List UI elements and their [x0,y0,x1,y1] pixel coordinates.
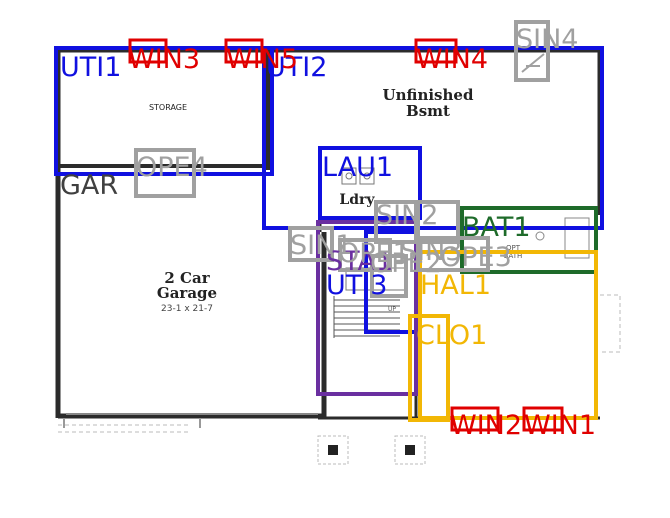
post-left-core [328,445,338,455]
sin4-glyph [521,53,545,73]
annotation-labels: UTI1 UTI2 LAU1 UTI3 GAR BAT1 STA1 HAL1 C… [60,24,596,441]
box-win1 [522,406,564,432]
post-left [317,435,349,465]
box-uti1 [54,46,274,176]
label-lau1: LAU1 [322,152,393,183]
storage-label: STORAGE [149,103,187,112]
label-uti1: UTI1 [60,52,121,83]
box-win4 [414,38,458,64]
ldry-label: Ldry [339,192,375,208]
box-win3 [128,38,168,64]
box-sin3 [416,200,460,244]
label-win5: WIN5 [226,44,298,75]
post-right-core [405,445,415,455]
label-win1: WIN1 [524,410,596,441]
label-sin4: SIN4 [516,24,578,55]
box-ope4 [134,148,196,198]
bath-sink-drain [535,231,545,241]
label-clo1: CLO1 [416,320,487,351]
label-hal1: HAL1 [420,270,491,301]
label-gar: GAR [60,170,118,201]
dryer-knob [363,172,371,180]
box-hal1 [418,250,598,420]
dryer [359,167,375,185]
box-ope2 [370,254,408,298]
washer [341,167,357,185]
box-win5 [224,38,264,64]
bath-line2: BATH [504,252,523,260]
label-ope3: OPE3 [440,242,512,273]
box-sta1 [316,220,418,396]
label-ope2: OPE2 [370,248,442,279]
washer-knob [345,172,353,180]
label-ope4: OPE4 [136,152,208,183]
bsmt-label: Bsmt [406,102,450,120]
annotation-boxes [54,20,604,432]
unfinished-label: Unfinished [383,86,474,104]
label-sin2: SIN2 [376,200,438,231]
label-sta1: STA1 [326,246,393,277]
label-uti2: UTI2 [266,52,327,83]
box-sin1 [288,226,334,262]
label-win2: WIN2 [450,410,522,441]
dashed-outline [600,294,621,353]
label-sin1: SIN1 [290,230,352,261]
box-lau1 [318,146,422,220]
label-bat1: BAT1 [462,212,531,243]
garage-line1: 2 Car [164,269,210,287]
garage-apron [58,424,190,433]
label-sin3: SIN3 [400,236,462,267]
label-win3: WIN3 [128,44,200,75]
tub-outline [564,217,590,259]
box-ope3 [416,236,490,272]
stair-up-label: UP [388,306,396,313]
label-uti3: UTI3 [326,270,387,301]
post-right [394,435,426,465]
bath-line1: OPT [506,244,521,252]
box-uti2 [262,46,604,230]
box-sin4 [514,20,550,82]
box-win2 [450,406,500,432]
garage-line2: Garage [157,284,217,302]
label-win4: WIN4 [416,44,488,75]
label-ope1: OPE1 [338,238,410,269]
garage-dims: 23-1 x 21-7 [161,304,213,314]
box-clo1 [408,314,450,422]
